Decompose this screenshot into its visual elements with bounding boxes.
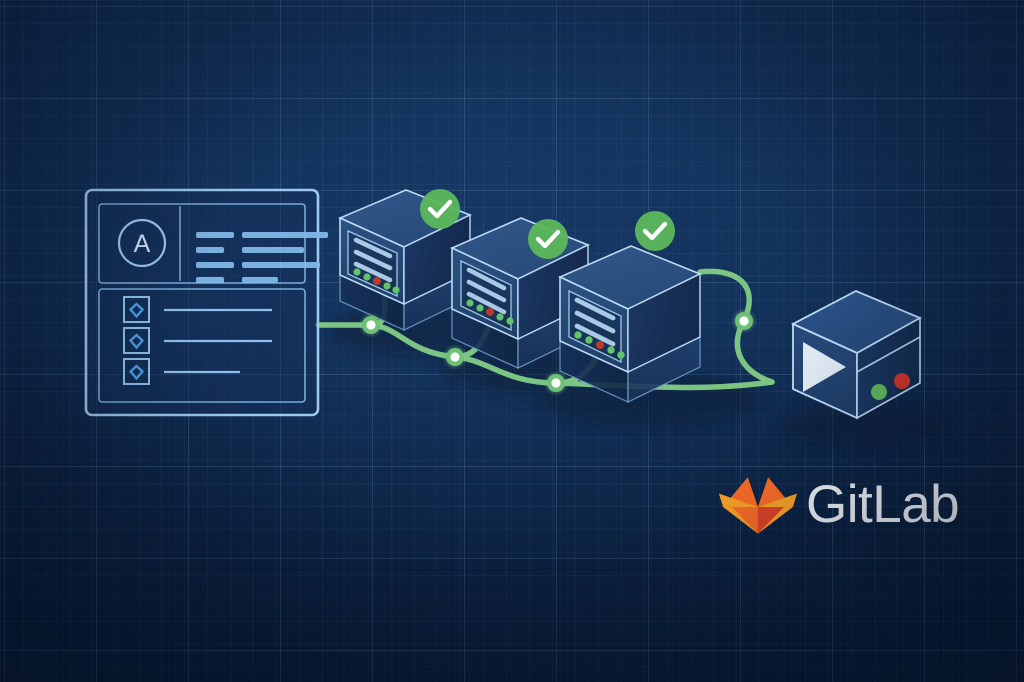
pipeline-config-card[interactable]: A — [84, 188, 328, 417]
status-badge — [635, 211, 675, 251]
pipeline-node-4[interactable] — [731, 308, 757, 334]
status-badge — [528, 219, 568, 259]
status-badge — [420, 189, 460, 229]
deploy-cube[interactable] — [790, 290, 923, 420]
gitlab-tanuki-logo — [719, 477, 797, 534]
pipeline-node-2[interactable] — [442, 344, 468, 370]
avatar-letter: A — [134, 230, 151, 258]
server-box-3[interactable] — [558, 211, 702, 403]
pipeline-node-3[interactable] — [543, 370, 569, 396]
pipeline-node-1[interactable] — [358, 312, 384, 338]
gitlab-wordmark: GitLab — [806, 475, 960, 534]
